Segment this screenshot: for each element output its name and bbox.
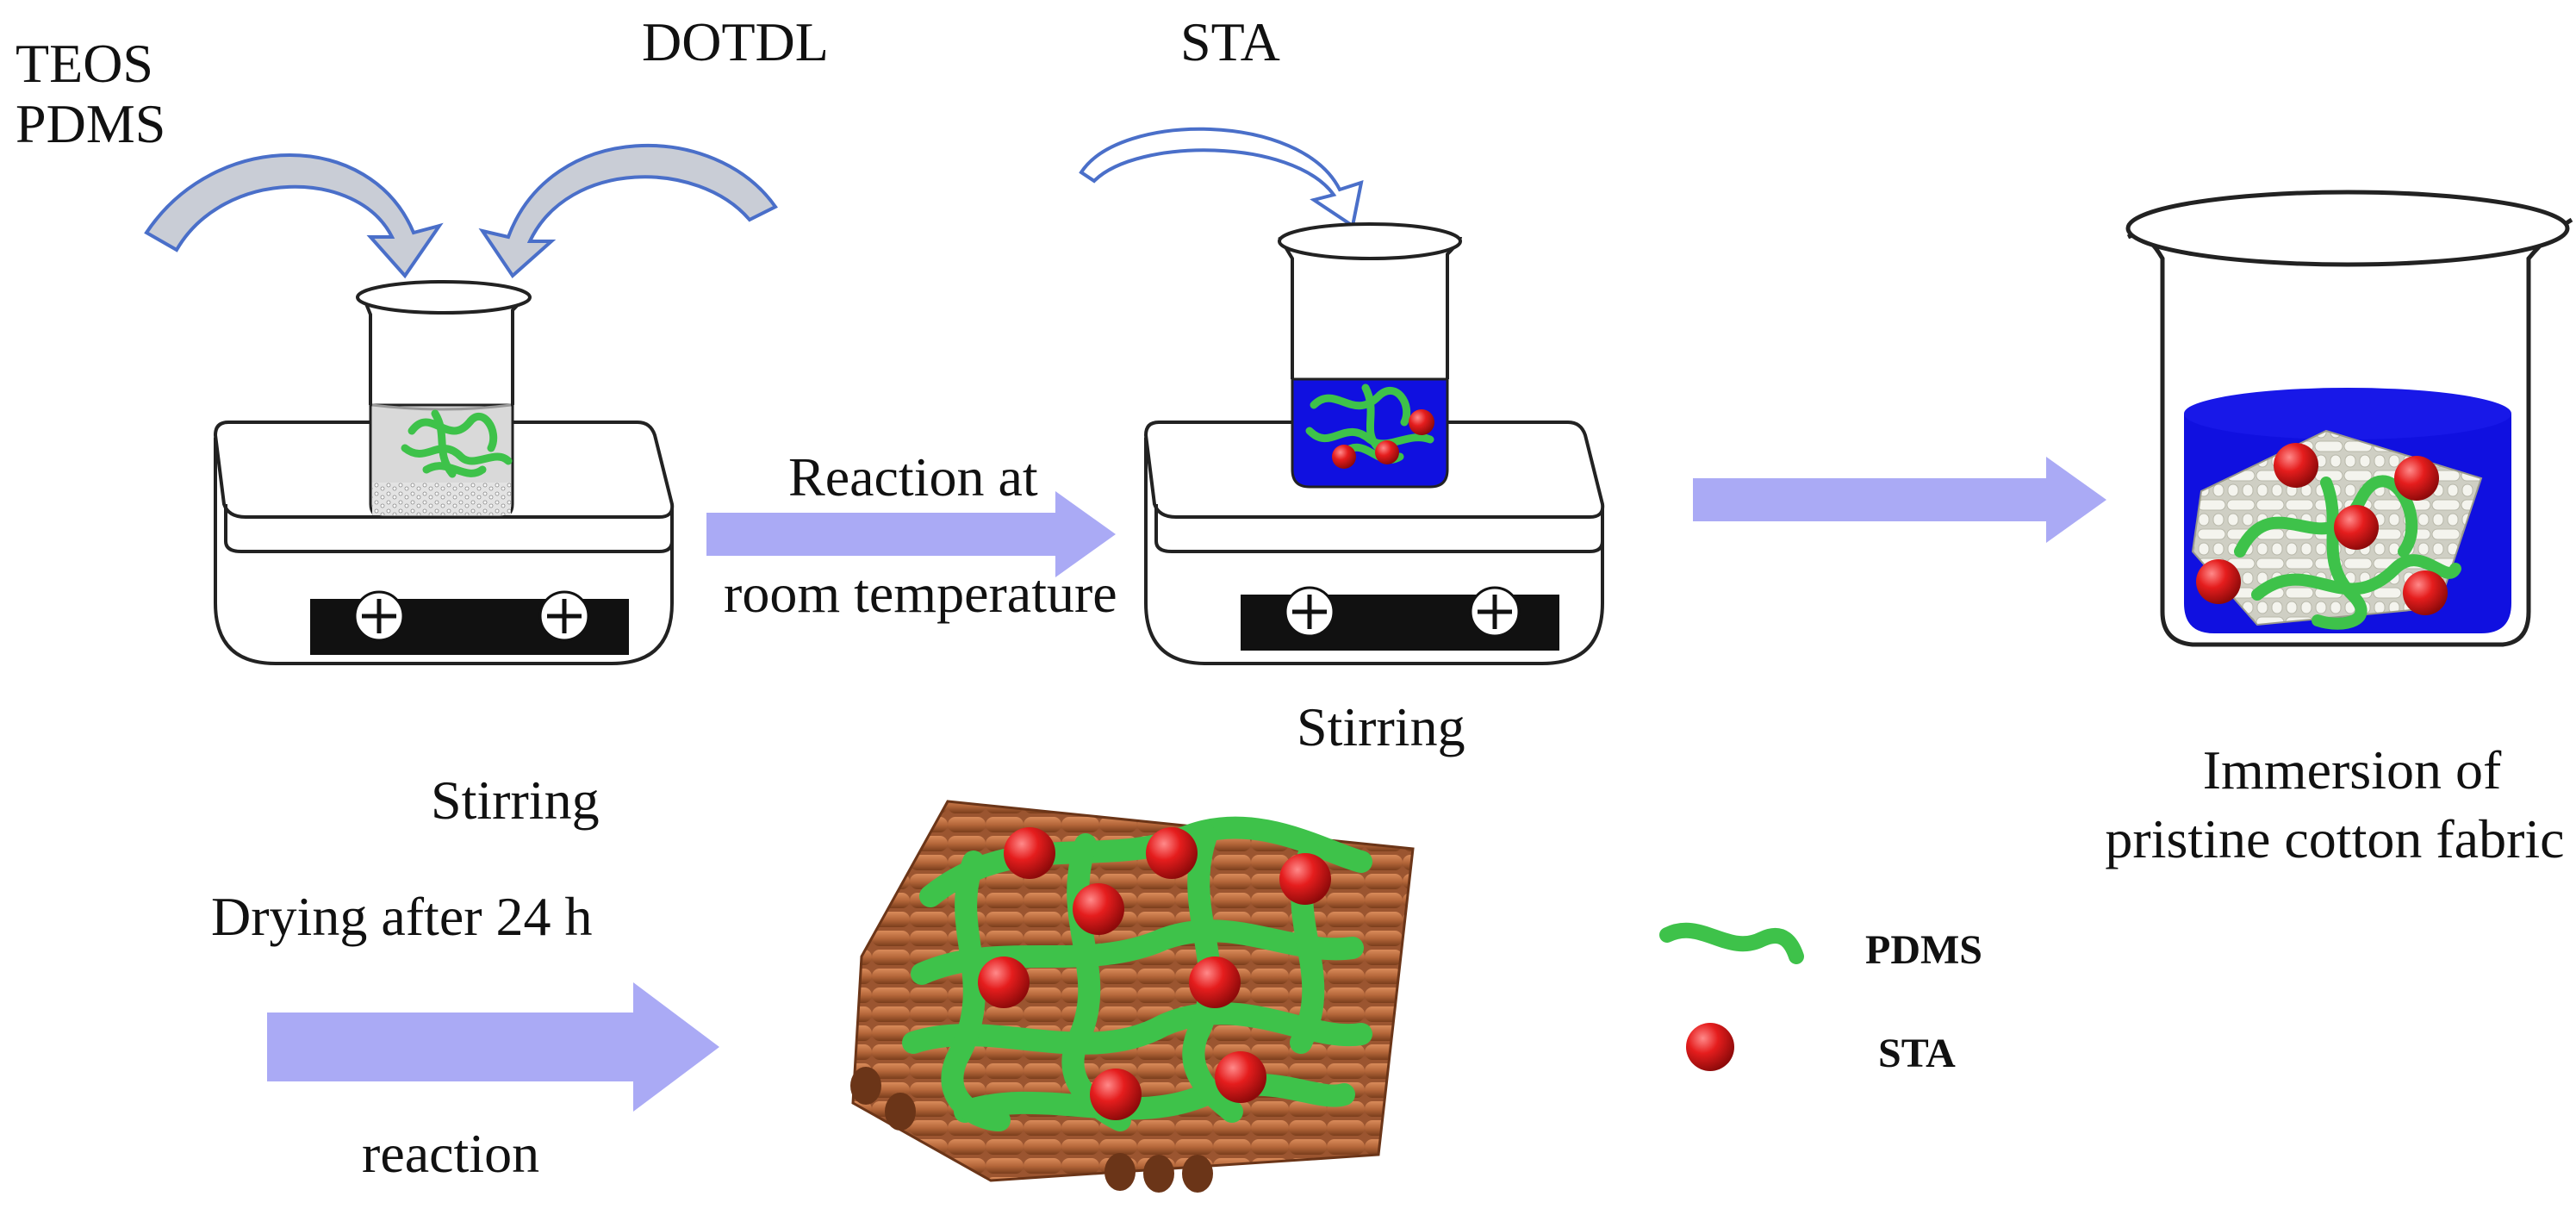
coated-fabric: [850, 800, 1415, 1193]
dotdl-curved-arrow: [478, 143, 778, 279]
beaker-1: [356, 280, 532, 519]
immersion-label-line1: Immersion of: [2202, 739, 2502, 801]
immersion-label-line2: pristine cotton fabric: [2105, 808, 2565, 869]
beaker-2: [1278, 222, 1462, 489]
legend-sta-label: STA: [1878, 1031, 1956, 1076]
hot-plate-1: [213, 421, 675, 665]
sta-curved-arrow: [1079, 127, 1364, 229]
reaction-arrow: [706, 491, 1116, 577]
dotdl-label: DOTDL: [642, 11, 829, 72]
teos-label: TEOS: [16, 33, 153, 94]
hot-plate-2: [1143, 421, 1605, 665]
legend-pdms-swatch: [1659, 922, 1804, 964]
drying-label-line1: Drying after 24 h: [211, 886, 593, 947]
stirring-1-label: Stirring: [431, 770, 600, 831]
pdms-reagent-label: PDMS: [16, 93, 166, 154]
drying-label-line2: reaction: [362, 1123, 540, 1184]
sta-reagent-label: STA: [1180, 11, 1280, 72]
immersion-beaker: [2125, 190, 2573, 647]
stirring-2-label: Stirring: [1297, 696, 1465, 757]
teos-pdms-curved-arrow: [144, 153, 444, 279]
legend-pdms-label: PDMS: [1865, 927, 1982, 973]
drying-arrow: [267, 982, 719, 1112]
immersion-arrow: [1693, 457, 2106, 543]
legend-sta-swatch: [1686, 1023, 1734, 1071]
reaction-label-line1: Reaction at: [788, 446, 1038, 508]
reaction-label-line2: room temperature: [724, 563, 1117, 624]
pdms-chains-beaker-1: [401, 409, 513, 478]
